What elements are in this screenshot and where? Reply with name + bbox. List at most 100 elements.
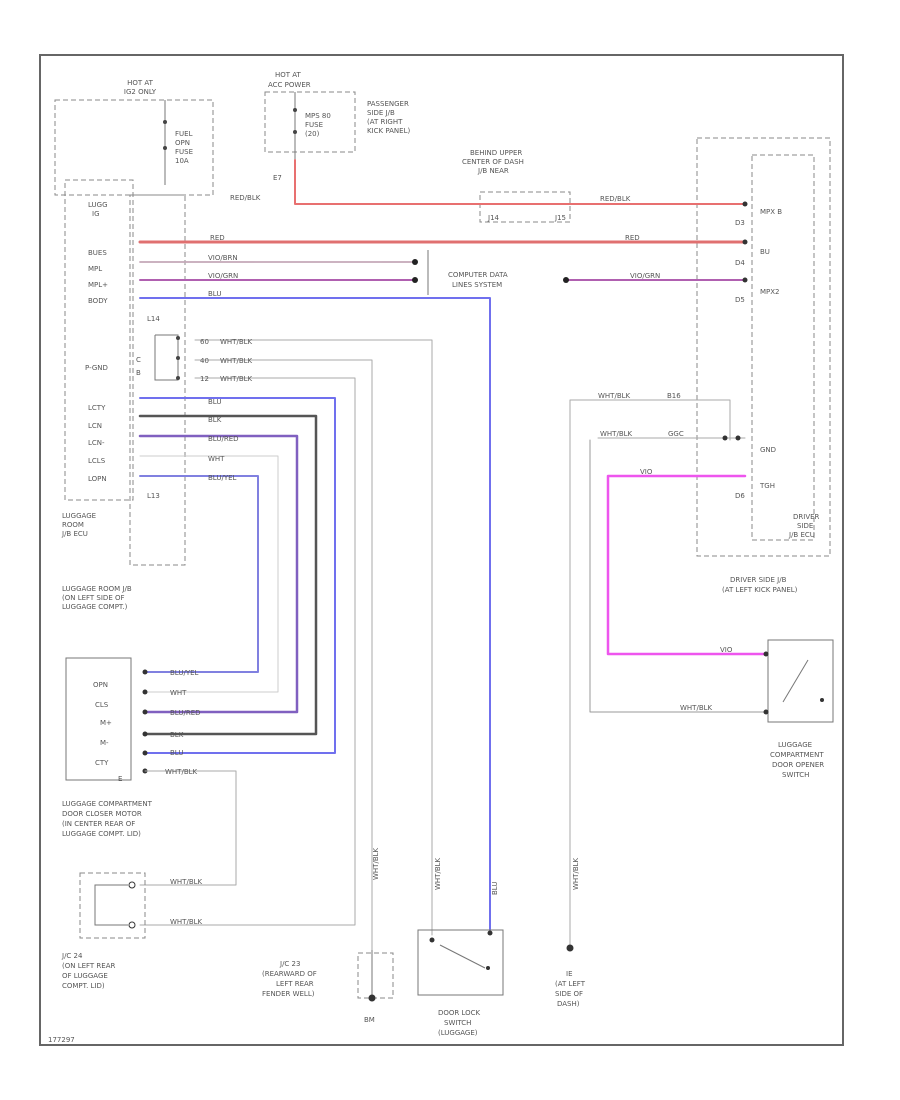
svg-text:M-: M- (100, 739, 109, 747)
svg-text:ACC POWER: ACC POWER (268, 81, 311, 89)
svg-text:D3: D3 (735, 219, 745, 227)
svg-text:M+: M+ (100, 719, 112, 727)
svg-text:(AT RIGHT: (AT RIGHT (367, 118, 403, 126)
svg-text:WHT/BLK: WHT/BLK (434, 857, 442, 890)
svg-text:CTY: CTY (95, 759, 109, 767)
svg-text:J14: J14 (487, 214, 500, 222)
svg-text:WHT/BLK: WHT/BLK (220, 338, 253, 346)
svg-text:OF LUGGAGE: OF LUGGAGE (62, 972, 108, 980)
svg-text:(IN CENTER REAR OF: (IN CENTER REAR OF (62, 820, 135, 828)
svg-text:BEHIND UPPER: BEHIND UPPER (470, 149, 522, 157)
svg-text:(ON LEFT REAR: (ON LEFT REAR (62, 962, 116, 970)
svg-text:(REARWARD OF: (REARWARD OF (262, 970, 317, 978)
svg-text:10A: 10A (175, 157, 189, 165)
svg-text:SIDE: SIDE (797, 522, 813, 530)
svg-text:LUGGAGE ROOM J/B: LUGGAGE ROOM J/B (62, 585, 132, 593)
svg-text:DOOR LOCK: DOOR LOCK (438, 1009, 481, 1017)
svg-text:FUSE: FUSE (175, 148, 193, 156)
svg-text:177297: 177297 (48, 1036, 75, 1044)
driver-side-jb: MPX B BU MPX2 D3 D4 D5 GND TGH D6 DRIVER… (696, 137, 831, 594)
svg-text:LCLS: LCLS (88, 457, 106, 465)
svg-text:ROOM: ROOM (62, 521, 84, 529)
svg-text:KICK PANEL): KICK PANEL) (367, 127, 410, 135)
svg-text:OPN: OPN (175, 139, 190, 147)
svg-text:B: B (136, 369, 141, 377)
svg-text:BLU: BLU (208, 398, 221, 406)
svg-text:WHT/BLK: WHT/BLK (572, 857, 580, 890)
svg-text:WHT/BLK: WHT/BLK (220, 357, 253, 365)
svg-text:BM: BM (364, 1016, 375, 1024)
svg-text:LINES SYSTEM: LINES SYSTEM (452, 281, 502, 289)
svg-text:L14: L14 (147, 315, 160, 323)
svg-text:COMPARTMENT: COMPARTMENT (770, 751, 824, 759)
svg-text:D6: D6 (735, 492, 745, 500)
svg-text:VIO: VIO (720, 646, 733, 654)
svg-text:E: E (118, 775, 122, 783)
svg-text:LUGGAGE COMPARTMENT: LUGGAGE COMPARTMENT (62, 800, 153, 808)
svg-text:WHT/BLK: WHT/BLK (165, 768, 198, 776)
svg-text:60: 60 (200, 338, 209, 346)
svg-text:WHT: WHT (208, 455, 225, 463)
dash-junction-group: BEHIND UPPER CENTER OF DASH J/B NEAR J14… (462, 149, 571, 223)
svg-text:BLU/YEL: BLU/YEL (170, 669, 199, 677)
svg-text:MPX2: MPX2 (760, 288, 780, 296)
hot-ign-sub: IG2 ONLY (124, 88, 157, 96)
diagram-frame (39, 54, 844, 1046)
svg-text:WHT/BLK: WHT/BLK (600, 430, 633, 438)
svg-text:LUGGAGE COMPT.): LUGGAGE COMPT.) (62, 603, 128, 611)
svg-text:DRIVER SIDE J/B: DRIVER SIDE J/B (730, 576, 787, 584)
svg-text:WHT: WHT (170, 689, 187, 697)
svg-text:LUGGAGE: LUGGAGE (62, 512, 96, 520)
pgnd-bracket (154, 334, 180, 381)
svg-text:J/B NEAR: J/B NEAR (477, 167, 509, 175)
svg-text:BUES: BUES (88, 249, 107, 257)
svg-text:WHT/BLK: WHT/BLK (170, 878, 203, 886)
junction-jc23: WHT/BLK J/C 23 (REARWARD OF LEFT REAR FE… (262, 847, 394, 1024)
svg-text:BLK: BLK (170, 731, 184, 739)
hot-ign-title: HOT AT (127, 79, 154, 87)
fuse-fuel-open-group: HOT AT IG2 ONLY FUEL OPN FUSE 10A (54, 79, 214, 196)
svg-text:FENDER WELL): FENDER WELL) (262, 990, 315, 998)
svg-text:MPL: MPL (88, 265, 102, 273)
svg-text:IE: IE (566, 970, 573, 978)
svg-text:(AT LEFT KICK PANEL): (AT LEFT KICK PANEL) (722, 586, 798, 594)
svg-text:PASSENGER: PASSENGER (367, 100, 409, 108)
svg-text:COMPUTER DATA: COMPUTER DATA (448, 271, 508, 279)
svg-text:RED: RED (625, 234, 640, 242)
svg-text:WHT/BLK: WHT/BLK (372, 847, 380, 880)
svg-text:WHT/BLK: WHT/BLK (220, 375, 253, 383)
svg-text:J/B ECU: J/B ECU (61, 530, 88, 538)
junction-jc24: WHT/BLK WHT/BLK J/C 24 (ON LEFT REAR OF … (61, 872, 203, 990)
svg-text:J15: J15 (554, 214, 566, 222)
svg-text:WHT/BLK: WHT/BLK (680, 704, 713, 712)
luggage-room-jb: LUGG IG BUES MPL MPL+ BODY L14 P-GND LCT… (61, 179, 186, 611)
svg-text:(LUGGAGE): (LUGGAGE) (438, 1029, 478, 1037)
svg-text:CENTER OF DASH: CENTER OF DASH (462, 158, 524, 166)
svg-text:VIO/GRN: VIO/GRN (630, 272, 660, 280)
svg-text:MPL+: MPL+ (88, 281, 108, 289)
svg-text:L13: L13 (147, 492, 160, 500)
svg-text:TGH: TGH (759, 482, 775, 490)
svg-text:P-GND: P-GND (85, 364, 108, 372)
svg-text:DOOR OPENER: DOOR OPENER (772, 761, 824, 769)
svg-text:VIO/BRN: VIO/BRN (208, 254, 238, 262)
svg-text:HOT AT: HOT AT (275, 71, 302, 79)
svg-text:SIDE OF: SIDE OF (555, 990, 583, 998)
svg-text:CLS: CLS (95, 701, 109, 709)
svg-text:BLU/YEL: BLU/YEL (208, 474, 237, 482)
svg-text:J/C 23: J/C 23 (279, 960, 300, 968)
door-lock-switch: WHT/BLK BLU DOOR LOCK SWITCH (LUGGAGE) (417, 857, 504, 1037)
svg-text:LOPN: LOPN (88, 475, 107, 483)
svg-text:J/C 24: J/C 24 (61, 952, 83, 960)
svg-text:LCN: LCN (88, 422, 102, 430)
svg-text:IG: IG (92, 210, 100, 218)
svg-text:RED/BLK: RED/BLK (230, 194, 261, 202)
svg-text:D4: D4 (735, 259, 745, 267)
svg-text:MPX B: MPX B (760, 208, 782, 216)
svg-text:VIO: VIO (640, 468, 653, 476)
svg-text:BLU: BLU (170, 749, 183, 757)
svg-text:J/B ECU: J/B ECU (788, 531, 815, 539)
svg-text:LEFT REAR: LEFT REAR (276, 980, 314, 988)
svg-text:FUSE: FUSE (305, 121, 323, 129)
